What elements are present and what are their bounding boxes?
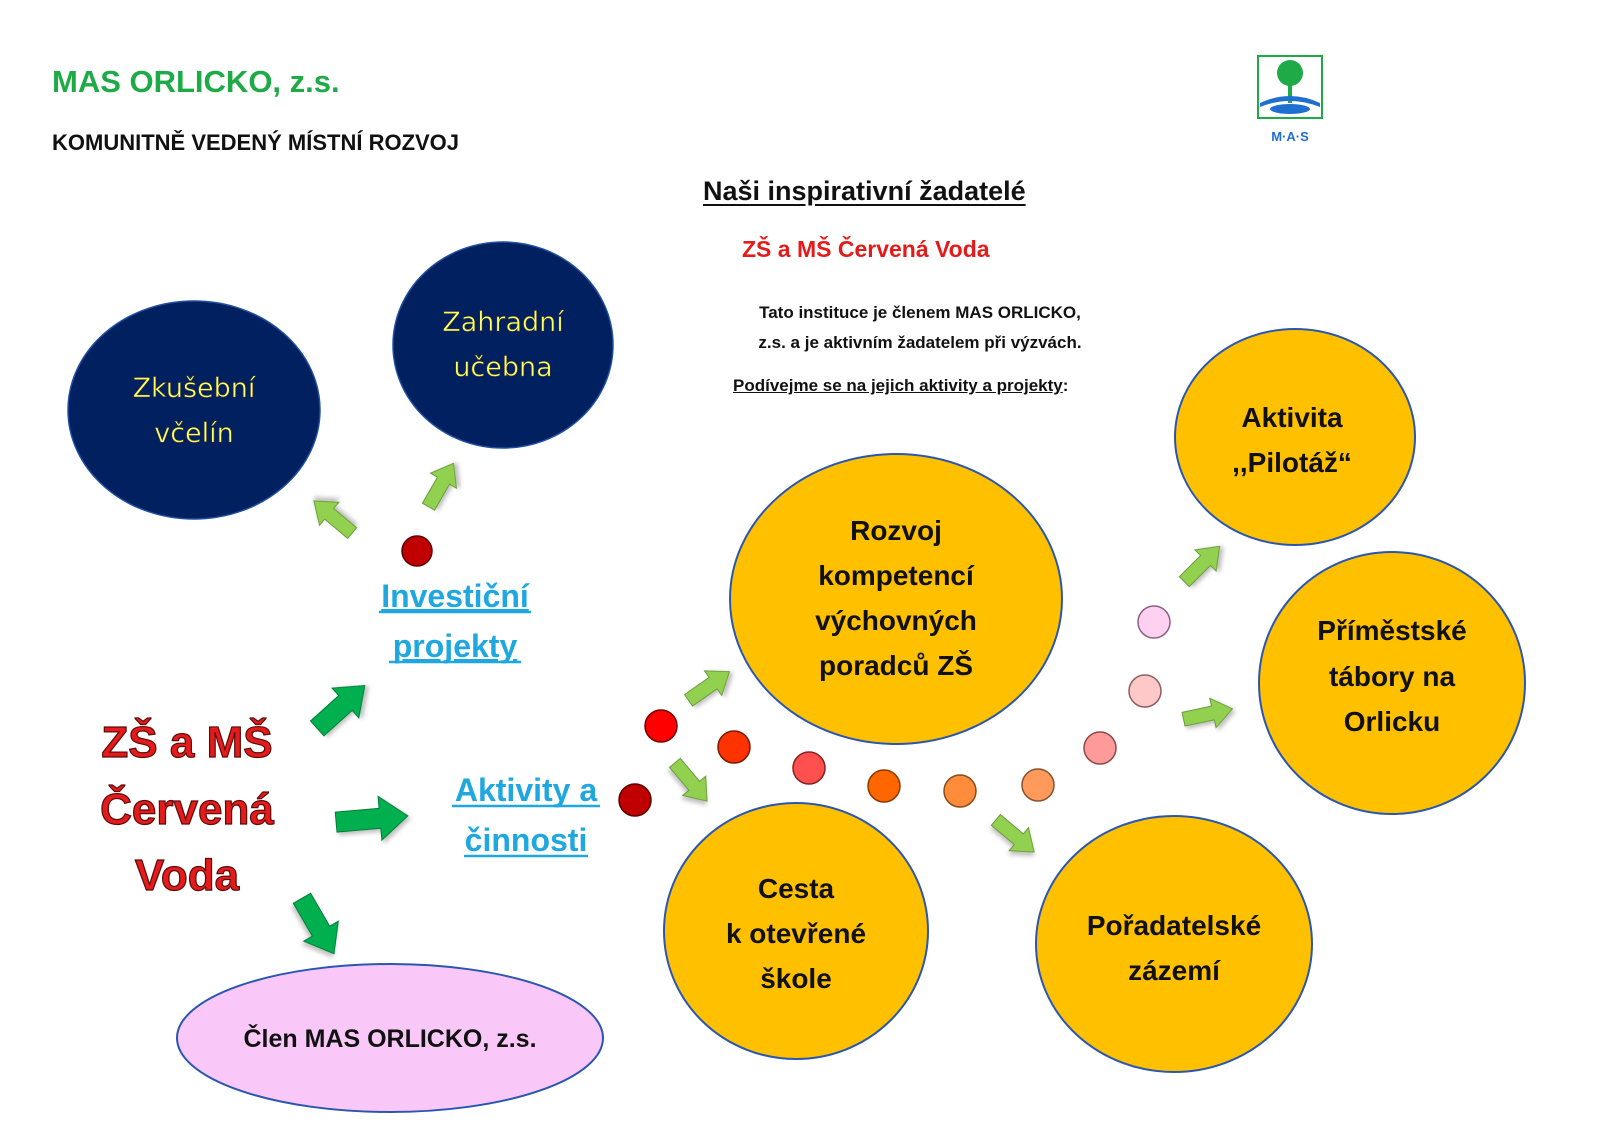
subtitle: KOMUNITNĚ VEDENÝ MÍSTNÍ ROZVOJ bbox=[52, 130, 460, 155]
open-school-line-2: k otevřené bbox=[726, 918, 866, 949]
arrow-to-activities bbox=[334, 795, 409, 842]
node-counselors: Rozvoj kompetencí výchovných poradců ZŠ bbox=[729, 453, 1063, 745]
node-pilotaz: Aktivita ,,Pilotáž“ bbox=[1174, 328, 1416, 546]
dot bbox=[401, 535, 433, 567]
investment-line-1[interactable]: Investiční bbox=[381, 578, 530, 614]
garden-line-2: učebna bbox=[453, 352, 552, 383]
counselors-line-4: poradců ZŠ bbox=[819, 649, 973, 681]
center-title: ZŠ a MŠ Červená Voda bbox=[100, 715, 275, 900]
counselors-line-3: výchovných bbox=[815, 605, 977, 636]
camps-line-3: Orlicku bbox=[1344, 706, 1440, 737]
node-camps: Příměstské tábory na Orlicku bbox=[1258, 551, 1526, 815]
node-apiary: Zkušební včelín bbox=[67, 300, 321, 520]
intro-line-1: Tato instituce je členem MAS ORLICKO, bbox=[759, 303, 1081, 322]
node-member: Člen MAS ORLICKO, z.s. bbox=[176, 963, 604, 1113]
org-name: MAS ORLICKO, z.s. bbox=[52, 64, 340, 99]
garden-line-1: Zahradní bbox=[442, 307, 565, 338]
open-school-line-1: Cesta bbox=[758, 873, 835, 904]
activities-line-2[interactable]: činnosti bbox=[465, 822, 588, 858]
apiary-line-2: včelín bbox=[154, 418, 234, 449]
arrow-to-camps bbox=[1181, 697, 1234, 729]
center-line-1: ZŠ a MŠ bbox=[101, 716, 272, 767]
branch-activities[interactable]: Aktivity a činnosti bbox=[452, 772, 600, 858]
center-line-3: Voda bbox=[135, 851, 240, 900]
dot bbox=[1083, 731, 1117, 765]
dots bbox=[401, 535, 1171, 817]
dot bbox=[1128, 674, 1162, 708]
arrow-to-open-school bbox=[668, 757, 708, 802]
organizer-line-2: zázemí bbox=[1128, 955, 1221, 986]
arrow-to-garden bbox=[421, 462, 458, 511]
counselors-line-2: kompetencí bbox=[818, 560, 975, 591]
intro-line-2: z.s. a je aktivním žadatelem při výzvách… bbox=[758, 333, 1082, 352]
dot bbox=[618, 783, 652, 817]
arrow-to-investment bbox=[309, 685, 366, 737]
organizer-line-1: Pořadatelské bbox=[1087, 910, 1261, 941]
center-line-2: Červená bbox=[100, 783, 274, 834]
node-garden: Zahradní učebna bbox=[392, 241, 614, 449]
arrow-to-apiary bbox=[313, 500, 358, 540]
look-colon: : bbox=[1062, 376, 1069, 395]
dot bbox=[943, 774, 977, 808]
arrows bbox=[292, 462, 1234, 955]
look-link[interactable]: Podívejme se na jejich aktivity a projek… bbox=[733, 376, 1063, 395]
counselors-line-1: Rozvoj bbox=[850, 515, 942, 546]
dot bbox=[1137, 605, 1171, 639]
dot bbox=[867, 769, 901, 803]
dot bbox=[644, 709, 678, 743]
mas-logo: M·A·S bbox=[1256, 55, 1324, 147]
apiary-line-1: Zkušební bbox=[133, 373, 257, 404]
camps-line-1: Příměstské bbox=[1317, 615, 1466, 646]
node-organizer: Pořadatelské zázemí bbox=[1035, 815, 1313, 1073]
dot bbox=[792, 751, 826, 785]
school-name: ZŠ a MŠ Červená Voda bbox=[742, 236, 990, 262]
pilotaz-line-1: Aktivita bbox=[1241, 402, 1343, 433]
arrow-to-counselors bbox=[683, 670, 731, 707]
page-heading: Naši inspirativní žadatelé bbox=[703, 176, 1026, 206]
dot bbox=[1021, 768, 1055, 802]
pilotaz-line-2: ,,Pilotáž“ bbox=[1232, 447, 1352, 478]
branch-investment[interactable]: Investiční projekty bbox=[379, 578, 531, 664]
node-open-school: Cesta k otevřené škole bbox=[663, 802, 929, 1060]
arrow-to-organizer bbox=[990, 813, 1035, 853]
camps-line-2: tábory na bbox=[1329, 661, 1455, 692]
dot bbox=[717, 730, 751, 764]
open-school-line-3: škole bbox=[760, 963, 832, 994]
investment-line-2[interactable]: projekty bbox=[393, 628, 518, 664]
activities-line-1[interactable]: Aktivity a bbox=[455, 772, 597, 808]
member-label: Člen MAS ORLICKO, z.s. bbox=[243, 1023, 536, 1053]
arrow-to-member bbox=[292, 892, 339, 955]
look-line: Podívejme se na jejich aktivity a projek… bbox=[733, 376, 1068, 396]
intro-text: Tato instituce je členem MAS ORLICKO, z.… bbox=[720, 298, 1120, 358]
arrow-to-pilotaz bbox=[1178, 545, 1221, 588]
logo-text: M·A·S bbox=[1271, 129, 1309, 144]
